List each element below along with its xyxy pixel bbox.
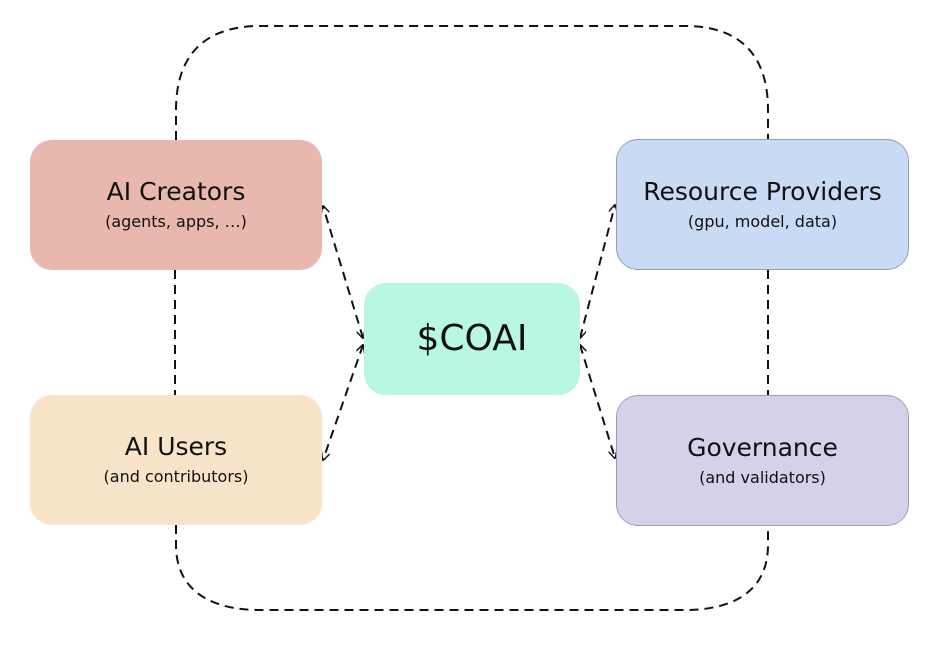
edge-coai-governance [580, 345, 615, 458]
loop-edge-bottom [175, 525, 769, 611]
edge-coai-providers [580, 205, 615, 338]
node-title: $COAI [416, 318, 528, 359]
node-coai-token: $COAI [364, 283, 580, 395]
edge-coai-users [323, 345, 363, 460]
node-subtitle: (and validators) [699, 467, 826, 487]
node-ai-creators: AI Creators (agents, apps, …) [30, 140, 322, 270]
node-title: Governance [687, 432, 838, 462]
node-subtitle: (agents, apps, …) [105, 212, 247, 231]
node-title: AI Creators [106, 177, 246, 206]
node-governance: Governance (and validators) [616, 395, 909, 526]
node-title: AI Users [124, 432, 228, 461]
node-ai-users: AI Users (and contributors) [30, 395, 322, 525]
node-subtitle: (and contributors) [103, 467, 249, 486]
loop-edge-top [175, 25, 769, 140]
node-title: Resource Providers [643, 176, 882, 206]
node-subtitle: (gpu, model, data) [687, 211, 838, 231]
edge-coai-creators [323, 206, 363, 338]
node-resource-providers: Resource Providers (gpu, model, data) [616, 139, 909, 270]
